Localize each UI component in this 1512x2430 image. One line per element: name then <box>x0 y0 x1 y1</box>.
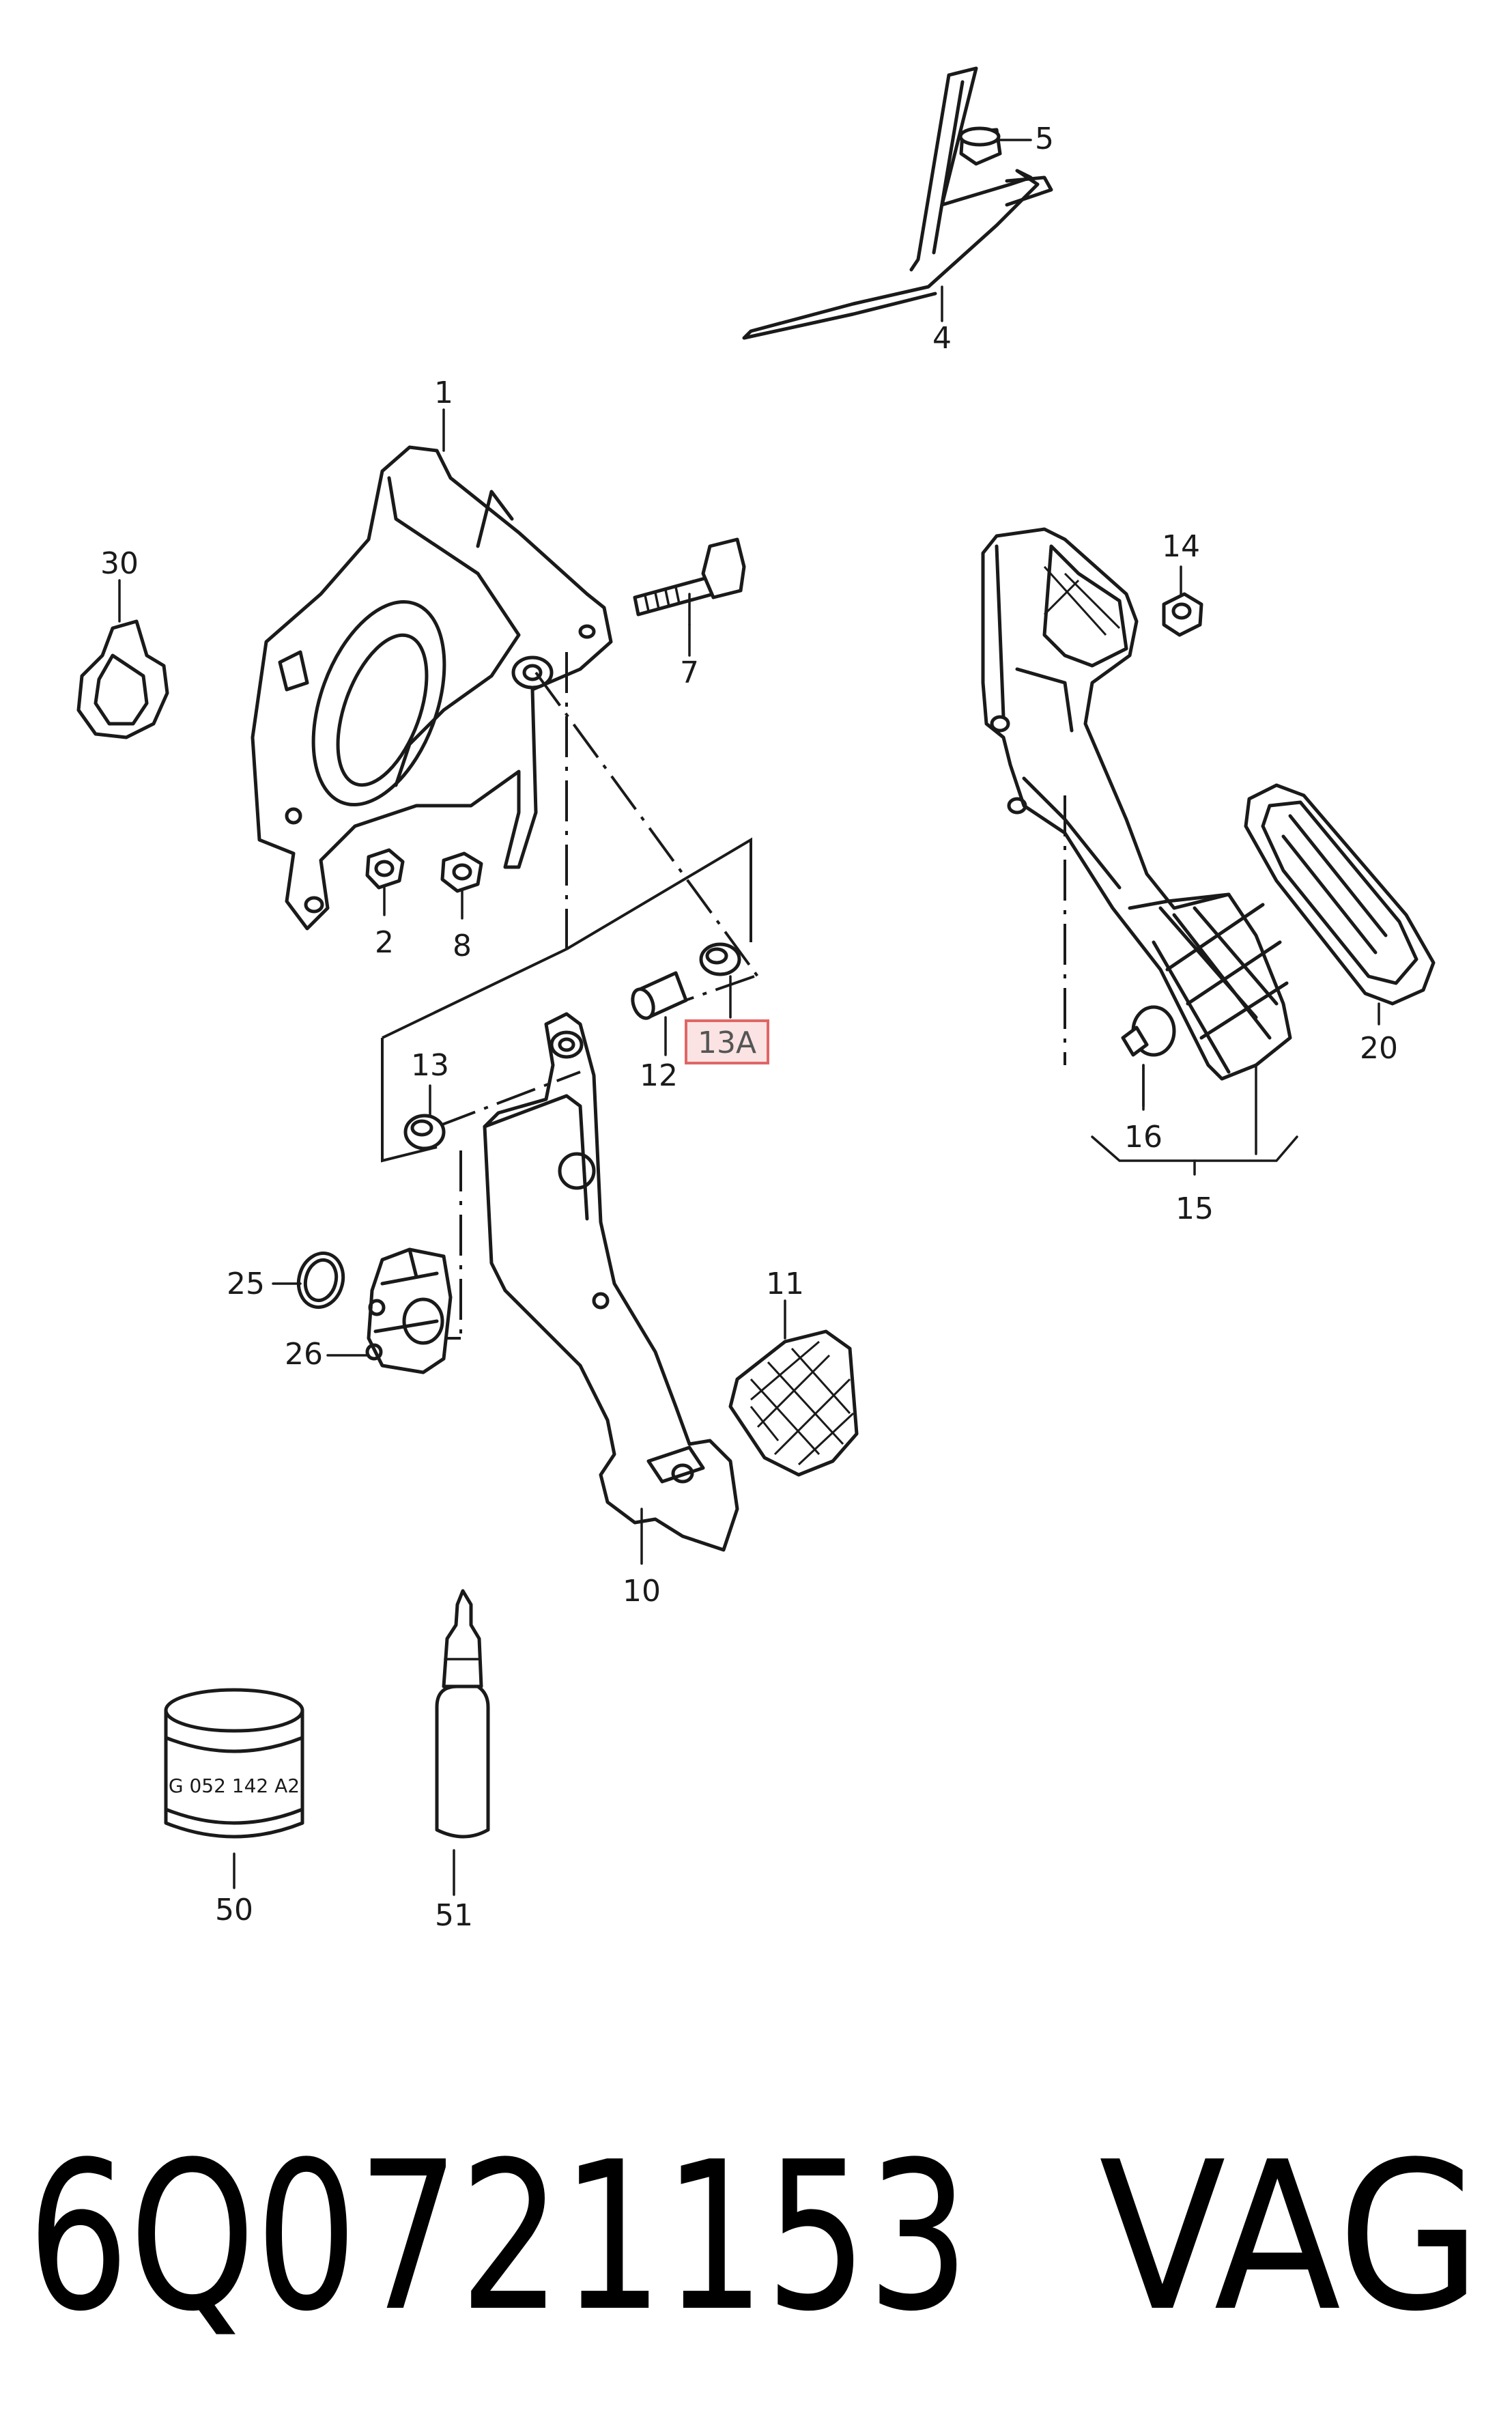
sensor-26 <box>365 1247 453 1374</box>
part-number: 6Q0721153 <box>27 2118 969 2356</box>
construction-lines <box>379 652 1066 1340</box>
cable-bracket <box>742 66 1053 340</box>
container-label: G 052 142 A2 <box>169 1775 300 1797</box>
callout-51: 51 <box>435 1898 473 1933</box>
callout-16: 16 <box>1124 1120 1162 1155</box>
brake-pedal-pad <box>728 1329 859 1477</box>
callout-labels: 1 2 4 5 7 8 10 11 12 13 13A 14 15 16 20 … <box>100 122 1398 1933</box>
accelerator-pad <box>1244 783 1436 1006</box>
nut-2 <box>365 848 405 890</box>
callout-30: 30 <box>100 546 139 581</box>
callout-10: 10 <box>623 1574 661 1609</box>
callout-8: 8 <box>453 929 472 963</box>
bolt <box>633 537 746 626</box>
pedal-bracket <box>251 445 613 931</box>
callout-2: 2 <box>375 925 394 960</box>
callout-13: 13 <box>411 1048 449 1083</box>
callout-13a: 13A <box>698 1026 756 1060</box>
callout-5: 5 <box>1035 122 1054 156</box>
callout-50: 50 <box>215 1893 253 1927</box>
callout-15: 15 <box>1175 1191 1214 1226</box>
stop-16 <box>1121 1005 1176 1107</box>
callout-7: 7 <box>680 655 699 690</box>
callout-1: 1 <box>434 376 453 410</box>
callout-11: 11 <box>766 1267 804 1301</box>
tube-51 <box>435 1589 490 1839</box>
callout-12: 12 <box>640 1058 678 1093</box>
clip-30 <box>76 619 169 739</box>
leader-lines <box>118 285 1380 1896</box>
bushing-13 <box>403 1114 446 1150</box>
callout-13a-highlight <box>685 1019 769 1064</box>
maker-name: VAG <box>1099 2118 1481 2356</box>
frame-lines <box>381 837 752 1163</box>
nut-14 <box>1162 592 1203 637</box>
brake-pedal <box>483 1012 739 1552</box>
accelerator-module <box>981 527 1292 1081</box>
clip-nut <box>958 126 1032 166</box>
callout-26: 26 <box>285 1337 323 1372</box>
callout-14: 14 <box>1162 529 1200 564</box>
container-50 <box>164 1688 304 1839</box>
nut-8 <box>440 851 483 893</box>
seal-25 <box>296 1251 345 1310</box>
callout-4: 4 <box>932 321 952 356</box>
bushing-13a <box>699 942 741 976</box>
bushing-12 <box>631 971 688 1020</box>
callout-20: 20 <box>1360 1031 1398 1066</box>
callout-25: 25 <box>227 1267 265 1301</box>
footer: 6Q0721153 VAG <box>27 2118 1481 2356</box>
